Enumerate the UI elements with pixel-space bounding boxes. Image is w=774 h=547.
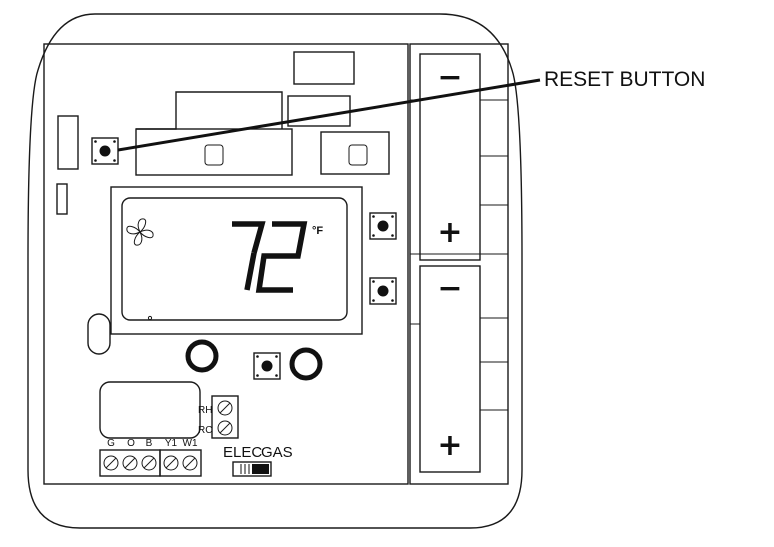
oval-slot: [87, 313, 111, 355]
top-component-2: [136, 91, 283, 130]
circuit-board: [43, 43, 409, 485]
terminal-block-y1w1: [159, 449, 202, 477]
mode-label-elec: ELEC: [223, 444, 262, 461]
fan-icon: [126, 218, 154, 246]
thermostat-housing: [27, 13, 523, 529]
connector-block-left: [135, 128, 293, 176]
relay-block: [99, 381, 201, 439]
battery-1-negative: −: [437, 60, 462, 95]
callout-label: RESET BUTTON: [544, 68, 705, 91]
battery-1: − +: [419, 53, 481, 261]
terminal-label-o: O: [127, 438, 135, 449]
battery-ticks: [410, 99, 508, 411]
lcd-screen: [121, 197, 348, 321]
lcd-bezel: [110, 186, 363, 335]
temperature-readout: 72: [232, 221, 308, 293]
connector-slot-right: [348, 144, 368, 166]
terminal-block-gob: [99, 449, 161, 477]
temperature-unit: °F: [312, 225, 323, 237]
digit-7: [232, 221, 266, 291]
battery-compartment: [409, 43, 509, 485]
connector-block-right: [320, 131, 390, 175]
ring-right: [289, 347, 323, 381]
down-button[interactable]: [369, 277, 397, 305]
top-component-1: [293, 51, 355, 85]
terminal-label-b: B: [146, 438, 153, 449]
terminal-label-y1: Y1: [165, 438, 178, 449]
battery-2-negative: −: [437, 271, 462, 306]
terminal-label-g: G: [107, 438, 115, 449]
left-slot-2: [56, 183, 68, 215]
rh-rc-terminal: [211, 395, 239, 439]
battery-1-positive: +: [437, 215, 462, 250]
battery-2: − +: [419, 265, 481, 473]
terminal-label-rc: RC: [198, 425, 212, 436]
digit-2: [255, 221, 308, 293]
up-button[interactable]: [369, 212, 397, 240]
battery-2-positive: +: [437, 428, 462, 463]
terminal-label-rh: RH: [198, 405, 212, 416]
left-slot-1: [57, 115, 79, 170]
connector-slot-left: [204, 144, 224, 166]
ring-left: [185, 339, 219, 373]
terminal-label-w1: W1: [183, 438, 198, 449]
callout-line: [117, 78, 541, 152]
elec-gas-switch[interactable]: [232, 461, 272, 477]
mode-button[interactable]: [253, 352, 281, 380]
mode-label-gas: GAS: [261, 444, 293, 461]
reset-button[interactable]: [91, 137, 119, 165]
